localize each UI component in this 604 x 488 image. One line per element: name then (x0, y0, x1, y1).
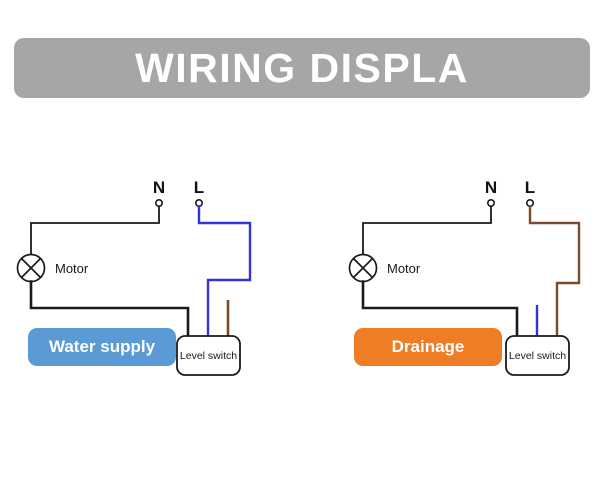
page-title: WIRING DISPLA (135, 44, 469, 91)
neutral-wire-lower (361, 280, 519, 340)
level-switch-box (505, 335, 570, 376)
mode-button-drainage[interactable]: Drainage (354, 328, 502, 366)
live-wire-brown (528, 205, 581, 340)
motor-label: Motor (387, 261, 421, 276)
terminal-label-n: N (153, 178, 165, 197)
neutral-wire-upper (30, 205, 160, 256)
wiring-diagram-drainage: N L Motor Level switch (330, 160, 604, 390)
terminal-node-l (526, 198, 535, 207)
title-banner: WIRING DISPLA (14, 38, 590, 98)
terminal-label-l: L (194, 178, 204, 197)
motor-symbol (16, 253, 46, 283)
drainage-schematic: N L Motor Level switch (348, 178, 581, 376)
level-switch-label: Level switch (180, 350, 237, 362)
terminal-node-l (195, 198, 204, 207)
level-switch-box (176, 335, 241, 376)
mode-button-water-supply[interactable]: Water supply (28, 328, 176, 366)
mode-button-drainage-label: Drainage (391, 337, 465, 356)
live-wire-blue (197, 205, 252, 340)
terminal-label-n: N (485, 178, 497, 197)
terminal-node-n (155, 198, 164, 207)
terminal-label-l: L (525, 178, 535, 197)
neutral-wire-lower (29, 280, 190, 340)
terminal-node-n (487, 198, 496, 207)
motor-label: Motor (55, 261, 89, 276)
motor-symbol (348, 253, 378, 283)
level-switch-label: Level switch (509, 350, 566, 362)
wiring-diagram-water-supply: N L Motor Level switch (0, 160, 300, 390)
water-supply-schematic: N L Motor Level switch (16, 178, 252, 376)
neutral-wire-upper (362, 205, 492, 256)
mode-button-water-supply-label: Water supply (48, 337, 156, 356)
